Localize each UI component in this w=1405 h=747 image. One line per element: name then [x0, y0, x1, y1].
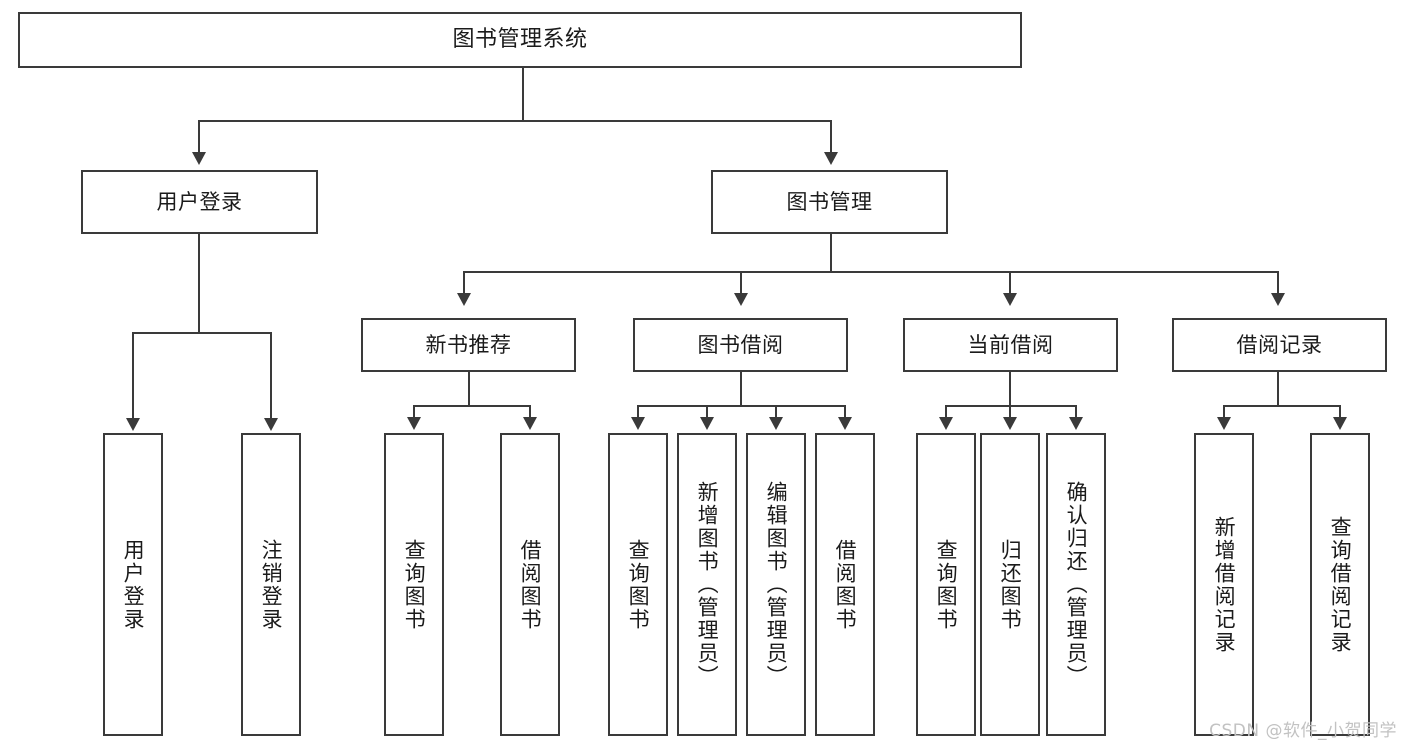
connector-current-borrow-to-leaf-3 [1075, 405, 1077, 419]
node-user-login[interactable]: 用户登录 [81, 170, 318, 234]
arrow-book-mgmt-to-record [1271, 293, 1285, 306]
leaf-book-borrow-4[interactable]: 借阅图书 [815, 433, 875, 736]
connector-borrow-record-bar [1223, 405, 1339, 407]
connector-book-mgmt-stem [830, 234, 832, 272]
arrow-book-mgmt-to-current [1003, 293, 1017, 306]
node-new-book-recommend-label: 新书推荐 [425, 332, 512, 357]
arrow-new-book-to-leaf-2 [523, 417, 537, 430]
arrow-root-to-user-login [192, 152, 206, 165]
leaf-user-login-2-label: 注销登录 [259, 538, 284, 631]
leaf-user-login-1-label: 用户登录 [121, 538, 146, 631]
connector-book-mgmt-to-borrow [740, 271, 742, 295]
connector-current-borrow-to-leaf-1 [945, 405, 947, 419]
connector-new-book-stem [468, 372, 470, 406]
leaf-current-borrow-1-label: 查询图书 [934, 538, 959, 631]
connector-root-to-user-login [198, 120, 200, 154]
connector-new-book-to-leaf-2 [529, 405, 531, 419]
arrow-book-mgmt-to-new-book [457, 293, 471, 306]
arrow-book-borrow-to-leaf-4 [838, 417, 852, 430]
connector-new-book-to-leaf-1 [413, 405, 415, 419]
connector-root-bar [198, 120, 832, 122]
connector-user-login-stem [198, 234, 200, 333]
node-root-label: 图书管理系统 [452, 27, 588, 53]
leaf-book-borrow-1-label: 查询图书 [626, 538, 651, 631]
node-book-management-label: 图书管理 [786, 189, 873, 214]
leaf-current-borrow-2[interactable]: 归还图书 [980, 433, 1040, 736]
node-user-login-label: 用户登录 [156, 189, 243, 214]
leaf-book-borrow-4-label: 借阅图书 [833, 538, 858, 631]
leaf-borrow-record-1-label: 新增借阅记录 [1212, 515, 1237, 654]
connector-current-borrow-stem [1009, 372, 1011, 406]
node-borrow-record[interactable]: 借阅记录 [1172, 318, 1387, 372]
leaf-book-borrow-3[interactable]: 编辑图书（管理员） [746, 433, 806, 736]
connector-user-login-bar [132, 332, 272, 334]
leaf-book-borrow-2[interactable]: 新增图书（管理员） [677, 433, 737, 736]
leaf-current-borrow-2-label: 归还图书 [998, 538, 1023, 631]
connector-book-borrow-to-leaf-1 [637, 405, 639, 419]
leaf-borrow-record-1[interactable]: 新增借阅记录 [1194, 433, 1254, 736]
arrow-book-mgmt-to-borrow [734, 293, 748, 306]
connector-new-book-bar [413, 405, 531, 407]
connector-book-mgmt-to-current [1009, 271, 1011, 295]
connector-borrow-record-to-leaf-2 [1339, 405, 1341, 419]
leaf-new-book-2[interactable]: 借阅图书 [500, 433, 560, 736]
arrow-book-borrow-to-leaf-1 [631, 417, 645, 430]
watermark: CSDN @软件_小贺同学 [1209, 721, 1397, 741]
arrow-borrow-record-to-leaf-1 [1217, 417, 1231, 430]
arrow-current-borrow-to-leaf-3 [1069, 417, 1083, 430]
leaf-new-book-2-label: 借阅图书 [518, 538, 543, 631]
connector-borrow-record-stem [1277, 372, 1279, 406]
connector-book-borrow-to-leaf-3 [775, 405, 777, 419]
arrow-borrow-record-to-leaf-2 [1333, 417, 1347, 430]
arrow-user-login-to-leaf-2 [264, 418, 278, 431]
connector-book-mgmt-to-record [1277, 271, 1279, 295]
leaf-user-login-1[interactable]: 用户登录 [103, 433, 163, 736]
node-book-borrow-label: 图书借阅 [697, 332, 784, 357]
node-current-borrow[interactable]: 当前借阅 [903, 318, 1118, 372]
leaf-book-borrow-2-label: 新增图书（管理员） [695, 481, 720, 688]
leaf-new-book-1-label: 查询图书 [402, 538, 427, 631]
leaf-book-borrow-1[interactable]: 查询图书 [608, 433, 668, 736]
node-borrow-record-label: 借阅记录 [1236, 332, 1323, 357]
connector-current-borrow-to-leaf-2 [1009, 405, 1011, 419]
connector-user-login-to-leaf-1 [132, 332, 134, 420]
connector-book-mgmt-to-new-book [463, 271, 465, 295]
leaf-book-borrow-3-label: 编辑图书（管理员） [764, 481, 789, 688]
node-book-management[interactable]: 图书管理 [711, 170, 948, 234]
leaf-borrow-record-2[interactable]: 查询借阅记录 [1310, 433, 1370, 736]
node-book-borrow[interactable]: 图书借阅 [633, 318, 848, 372]
arrow-book-borrow-to-leaf-3 [769, 417, 783, 430]
leaf-new-book-1[interactable]: 查询图书 [384, 433, 444, 736]
arrow-book-borrow-to-leaf-2 [700, 417, 714, 430]
connector-user-login-to-leaf-2 [270, 332, 272, 420]
connector-book-mgmt-bar [463, 271, 1277, 273]
arrow-root-to-book-mgmt [824, 152, 838, 165]
connector-book-borrow-bar [637, 405, 845, 407]
connector-root-to-book-mgmt [830, 120, 832, 154]
node-new-book-recommend[interactable]: 新书推荐 [361, 318, 576, 372]
connector-root-stem [522, 68, 524, 120]
arrow-current-borrow-to-leaf-1 [939, 417, 953, 430]
leaf-user-login-2[interactable]: 注销登录 [241, 433, 301, 736]
leaf-current-borrow-1[interactable]: 查询图书 [916, 433, 976, 736]
leaf-current-borrow-3[interactable]: 确认归还（管理员） [1046, 433, 1106, 736]
arrow-new-book-to-leaf-1 [407, 417, 421, 430]
connector-borrow-record-to-leaf-1 [1223, 405, 1225, 419]
connector-book-borrow-to-leaf-4 [844, 405, 846, 419]
arrow-user-login-to-leaf-1 [126, 418, 140, 431]
node-root[interactable]: 图书管理系统 [18, 12, 1022, 68]
leaf-current-borrow-3-label: 确认归还（管理员） [1064, 481, 1089, 688]
connector-book-borrow-stem [740, 372, 742, 406]
node-current-borrow-label: 当前借阅 [967, 332, 1054, 357]
arrow-current-borrow-to-leaf-2 [1003, 417, 1017, 430]
connector-book-borrow-to-leaf-2 [706, 405, 708, 419]
leaf-borrow-record-2-label: 查询借阅记录 [1328, 515, 1353, 654]
